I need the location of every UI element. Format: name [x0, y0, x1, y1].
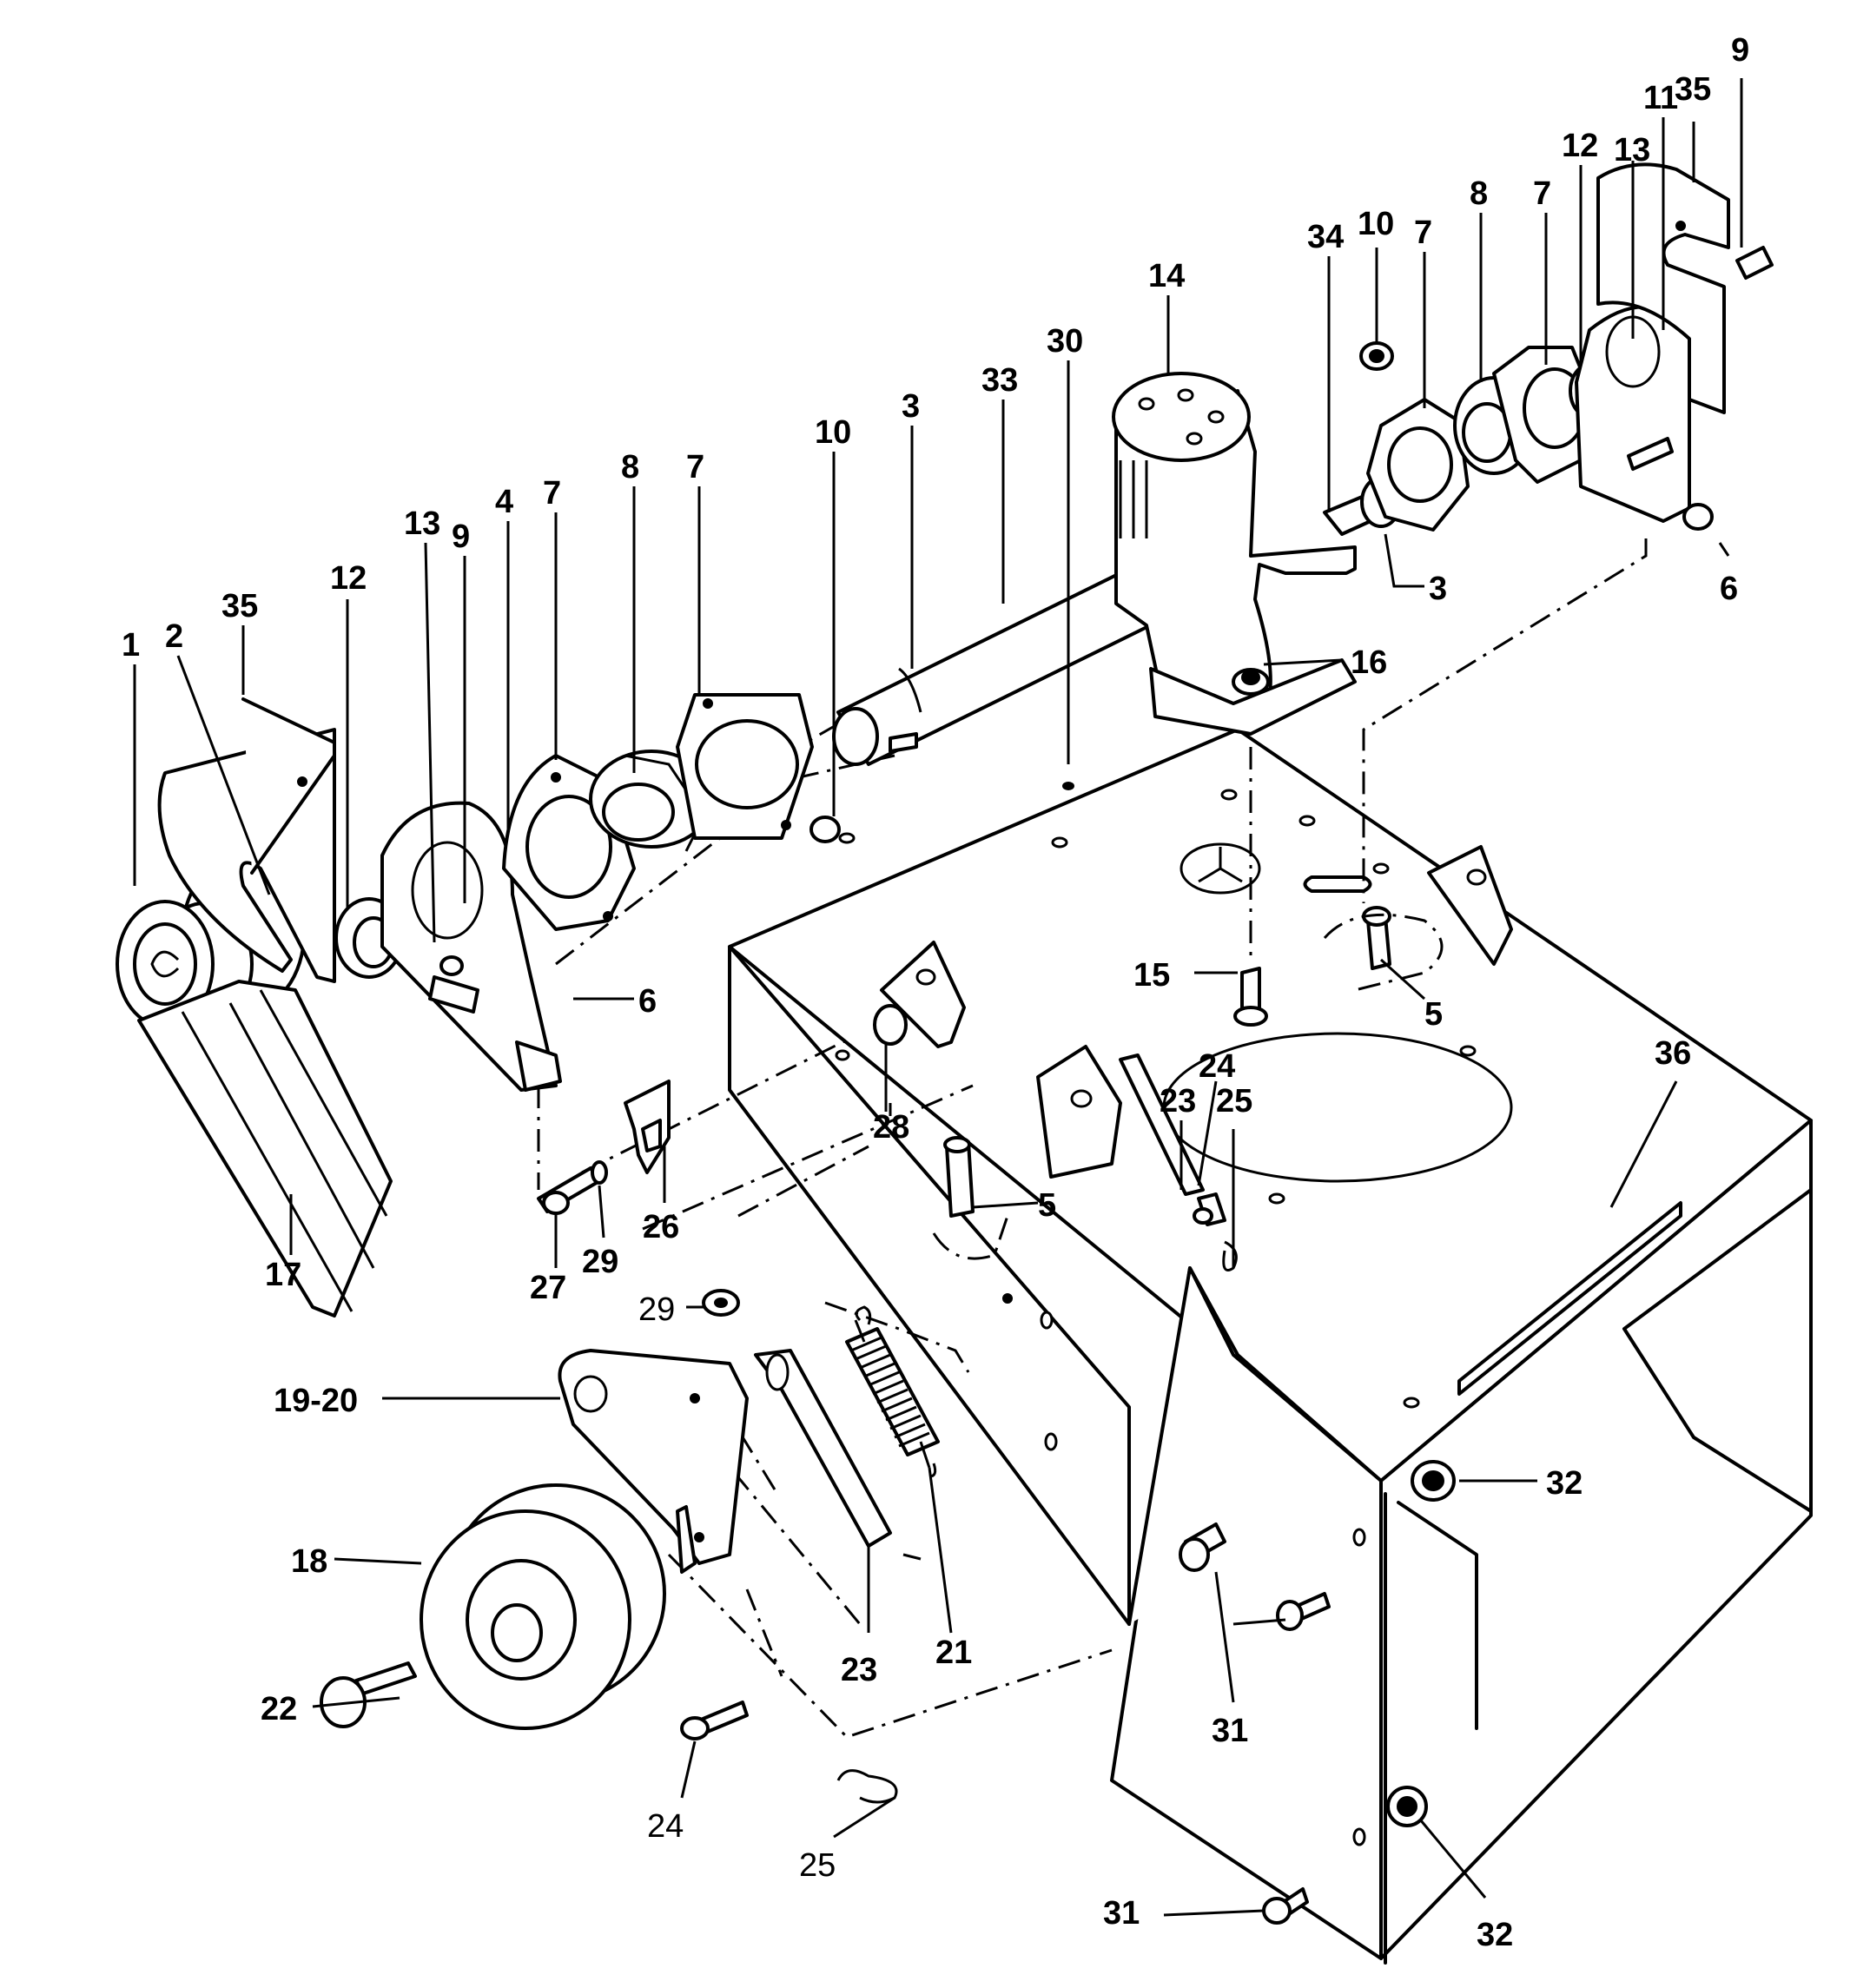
callout-23: 23 [841, 1652, 877, 1688]
callout-27: 27 [530, 1270, 566, 1306]
callout-7: 7 [543, 475, 561, 512]
callout-23: 23 [1160, 1083, 1196, 1119]
callout-33: 33 [981, 362, 1018, 399]
callout-7: 7 [686, 449, 704, 485]
idler-arm-19-20 [558, 1349, 749, 1574]
callout-35: 35 [1675, 71, 1711, 108]
callout-24: 24 [1199, 1048, 1235, 1085]
callout-13: 13 [1614, 132, 1650, 168]
callout-6: 6 [1720, 571, 1738, 607]
callout-5: 5 [1424, 996, 1443, 1033]
nut-32-lower [1386, 1786, 1428, 1827]
flange-7-right-a [1366, 398, 1470, 532]
callout-8: 8 [621, 449, 639, 485]
callout-26: 26 [643, 1209, 679, 1245]
callout-6: 6 [638, 983, 657, 1020]
flange-7-left-b [676, 693, 814, 840]
callout-12: 12 [330, 560, 367, 597]
callout-28: 28 [873, 1109, 909, 1146]
callout-3: 3 [902, 388, 920, 425]
bolt-9-right [1735, 246, 1774, 280]
spring-21 [845, 1305, 940, 1478]
nut-10-right [1359, 341, 1394, 371]
callout-15: 15 [1133, 957, 1170, 994]
stud-15 [1233, 967, 1268, 1027]
callout-1: 1 [122, 627, 140, 664]
callout-4: 4 [495, 484, 513, 520]
callout-25: 25 [1216, 1083, 1252, 1119]
callout-18: 18 [291, 1543, 327, 1580]
bolt-31-lower [1262, 1887, 1309, 1925]
bracket-4 [380, 801, 562, 1092]
callout-24: 24 [647, 1808, 684, 1845]
nut-10-left [809, 816, 841, 843]
callout-9: 9 [452, 518, 470, 555]
callout-8: 8 [1470, 175, 1488, 212]
callout-19-20: 19-20 [274, 1383, 358, 1419]
callout-10: 10 [1358, 206, 1394, 242]
bolt-27-29-26 [537, 1080, 671, 1215]
bolt-22 [320, 1661, 417, 1728]
callout-2: 2 [165, 618, 183, 655]
callout-7: 7 [1533, 175, 1551, 212]
clip-24-25-lower [680, 1701, 898, 1804]
callout-31: 31 [1212, 1713, 1248, 1749]
callout-7: 7 [1414, 215, 1432, 251]
callout-29: 29 [638, 1291, 675, 1328]
pin-28 [873, 1004, 908, 1112]
callout-31: 31 [1103, 1895, 1140, 1932]
callout-5: 5 [1038, 1187, 1056, 1224]
callout-36: 36 [1655, 1035, 1691, 1072]
callout-30: 30 [1047, 323, 1083, 360]
callout-13: 13 [404, 505, 440, 542]
drive-belts-17 [137, 980, 393, 1318]
washer-29-lower [702, 1289, 740, 1317]
nut-32-upper [1411, 1460, 1456, 1502]
callout-32: 32 [1546, 1465, 1583, 1502]
stud-5-lower [932, 1136, 1009, 1260]
callout-3: 3 [1429, 571, 1447, 607]
callout-21: 21 [935, 1635, 972, 1671]
callout-9: 9 [1731, 32, 1749, 69]
callout-29: 29 [582, 1244, 618, 1280]
link-23-lower [754, 1349, 922, 1561]
stud-5-upper [1323, 906, 1444, 992]
leader-lines [133, 78, 1743, 1917]
callout-35: 35 [221, 588, 258, 624]
bolt-31-upper [1179, 1522, 1331, 1631]
callout-16: 16 [1351, 644, 1387, 681]
callout-17: 17 [265, 1257, 301, 1293]
callout-32: 32 [1477, 1917, 1513, 1953]
callout-22: 22 [261, 1691, 297, 1727]
callout-14: 14 [1148, 258, 1185, 294]
callout-11: 11 [1643, 80, 1678, 116]
belt-guard-35-left [157, 697, 336, 983]
frame-housing [728, 728, 1813, 1965]
callout-25: 25 [799, 1847, 836, 1884]
callout-12: 12 [1562, 128, 1598, 164]
callout-labels: 1 2 35 12 13 9 4 7 8 7 10 3 33 30 14 34 … [122, 32, 1749, 1953]
callout-10: 10 [815, 414, 851, 451]
bracket-11 [1575, 305, 1714, 531]
callout-34: 34 [1307, 219, 1344, 255]
idler-pulley-18 [420, 1483, 666, 1730]
gearbox-14 [1112, 372, 1402, 736]
